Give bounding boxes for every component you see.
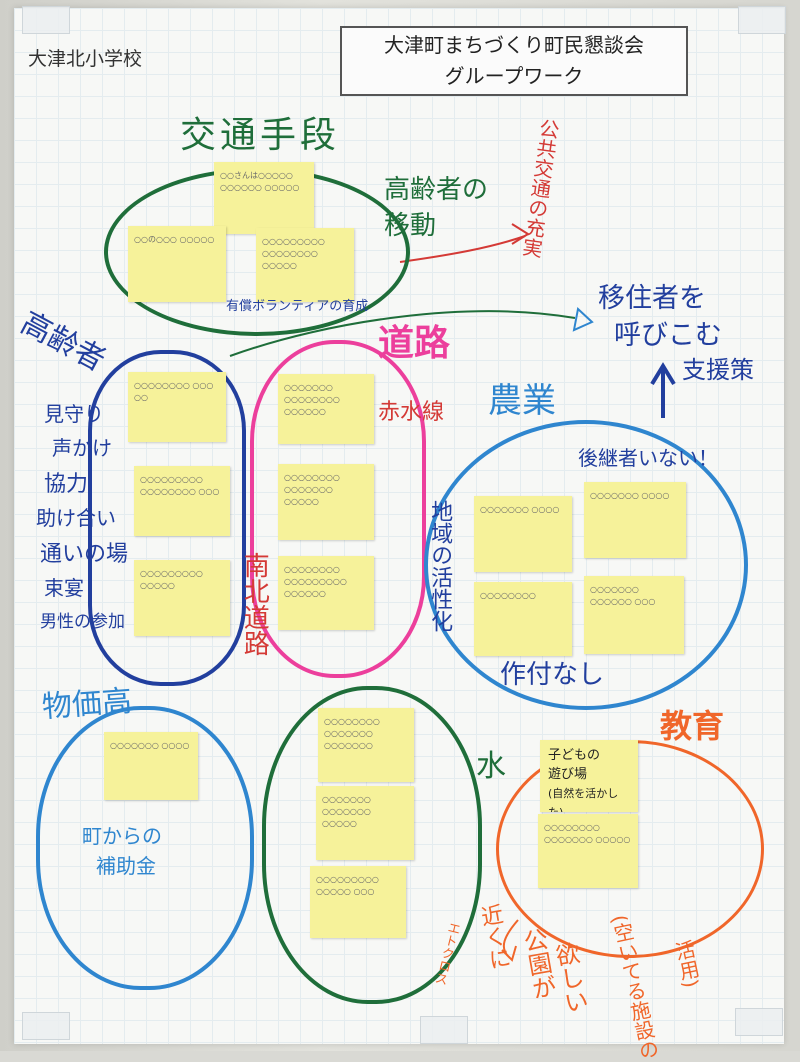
note-water-3: ○○○○○○○○○ ○○○○○ ○○○ <box>310 866 406 938</box>
heading-agriculture: 農業 <box>488 381 556 421</box>
note-road-1: ○○○○○○○ ○○○○○○○○ ○○○○○○ <box>278 374 374 444</box>
title-line-2: グループワーク <box>444 64 584 88</box>
arrow-line-migrants <box>229 310 576 357</box>
heading-transport: 交通手段 <box>180 115 341 156</box>
label-akamizu-line: 赤水線 <box>378 400 445 425</box>
ring-road <box>250 340 426 678</box>
arrowhead-public-transit <box>511 223 530 245</box>
note-road-3: ○○○○○○○○ ○○○○○○○○○ ○○○○○○ <box>278 556 374 630</box>
note-kids-playground-line-3: (自然を活かした) <box>548 787 619 812</box>
note-transport-left: ○○の○○○ ○○○○○ <box>128 226 226 302</box>
note-transport-top: ○○さんは○○○○○ ○○○○○○ ○○○○○ <box>214 162 314 234</box>
note-agriculture-3: ○○○○○○○○ <box>474 582 572 656</box>
note-road-2: ○○○○○○○○ ○○○○○○○ ○○○○○ <box>278 464 374 540</box>
note-kids-playground: 子どもの 遊び場 (自然を活かした) <box>540 740 638 812</box>
label-north-south-road: 南北道路 <box>239 552 270 656</box>
elderly-item-6: 束宴 <box>44 576 84 600</box>
heading-prices: 物価高 <box>40 683 134 726</box>
ring-water <box>262 686 482 1004</box>
tape-bottom-right <box>735 1008 783 1036</box>
note-kids-playground-line-1: 子どもの <box>548 748 601 763</box>
label-town-subsidy-2: 補助金 <box>96 854 156 878</box>
note-elderly-3: ○○○○○○○○○ ○○○○○ <box>134 560 230 636</box>
note-agriculture-2: ○○○○○○○ ○○○○ <box>584 482 686 558</box>
note-water-2: ○○○○○○○ ○○○○○○○ ○○○○○ <box>316 786 414 860</box>
label-elderly-mobility: 高齢者の移動 <box>384 175 489 241</box>
note-education-2: ○○○○○○○○ ○○○○○○○ ○○○○○ <box>538 814 638 888</box>
elderly-item-2: 声かけ <box>52 436 112 460</box>
note-agriculture-1: ○○○○○○○ ○○○○ <box>474 496 572 572</box>
tape-bottom-left <box>22 1012 70 1040</box>
note-kids-playground-line-2: 遊び場 <box>548 767 588 782</box>
elderly-item-4: 助け合い <box>36 506 116 530</box>
note-agriculture-4: ○○○○○○○ ○○○○○○ ○○○ <box>584 576 684 654</box>
arrowhead-migrants <box>572 307 594 332</box>
label-migrants-1: 移住者を <box>598 283 706 314</box>
title-line-1: 大津町まちづくり町民懇談会 <box>384 33 644 57</box>
label-migrants-2: 呼びこむ <box>614 320 722 351</box>
heading-road: 道路 <box>378 323 451 364</box>
note-elderly-1: ○○○○○○○○ ○○○ ○○ <box>128 372 226 442</box>
arrowhead-up-agriculture <box>650 362 676 386</box>
tape-top-right <box>738 6 786 34</box>
elderly-item-5: 通いの場 <box>40 542 129 567</box>
label-migrants-3: 支援策 <box>682 356 754 384</box>
ring-prices <box>36 706 254 990</box>
ring-elderly <box>88 350 246 686</box>
note-elderly-2: ○○○○○○○○○ ○○○○○○○○ ○○○ <box>134 466 230 536</box>
tape-bottom-center <box>420 1016 468 1044</box>
note-transport-right: ○○○○○○○○○ ○○○○○○○○ ○○○○○ <box>256 228 354 302</box>
arrow-line-public-transit <box>399 235 526 263</box>
heading-water: 水 <box>476 749 506 784</box>
school-label: 大津北小学校 <box>28 48 143 70</box>
note-prices: ○○○○○○○ ○○○○ <box>104 732 198 800</box>
label-no-successor: 後継者いない！ <box>578 446 718 470</box>
label-town-subsidy-1: 町からの <box>82 824 162 848</box>
elderly-item-1: 見守り <box>44 402 104 426</box>
elderly-item-7: 男性の参加 <box>40 612 125 632</box>
heading-education: 教育 <box>660 707 725 745</box>
label-regional-revitalization: 地域の活性化 <box>427 500 453 632</box>
title-box: 大津町まちづくり町民懇談会 グループワーク <box>340 26 688 96</box>
label-volunteer: 有償ボランティアの育成 <box>226 299 369 314</box>
note-water-1: ○○○○○○○○ ○○○○○○○ ○○○○○○○ <box>318 708 414 782</box>
tape-top-left <box>22 6 70 34</box>
label-no-planting: 作付なし <box>500 660 605 690</box>
elderly-item-3: 協力 <box>44 472 89 497</box>
arrowhead-education <box>501 945 517 962</box>
ring-agriculture <box>424 420 748 710</box>
